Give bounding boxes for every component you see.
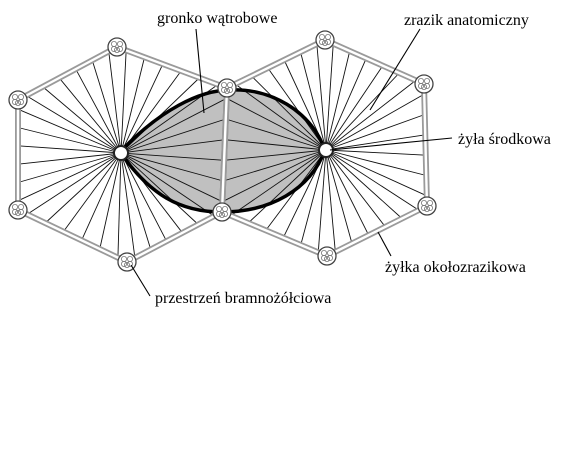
sinusoid-line	[325, 50, 351, 151]
sinusoid-line	[120, 57, 145, 154]
sinusoid-line	[316, 43, 327, 151]
sinusoid-line	[120, 152, 136, 258]
portal-space	[217, 78, 237, 98]
portal-space	[212, 202, 232, 222]
shared-lobule-border	[219, 87, 230, 213]
sinusoid-line	[120, 152, 152, 250]
sinusoid-line	[120, 152, 225, 161]
portal-space	[417, 196, 437, 216]
portal-spaces	[8, 30, 437, 272]
sinusoid-line	[226, 97, 327, 151]
sinusoid-line	[17, 152, 122, 202]
sinusoid-line	[234, 83, 327, 151]
lobule-leader-line	[369, 28, 421, 111]
sinusoid-line	[230, 149, 327, 217]
sinusoid-line	[26, 152, 122, 215]
sinusoid-line	[325, 149, 336, 252]
sinusoid-line	[317, 149, 327, 253]
central-vein-leader-line	[329, 137, 453, 151]
sinusoid-line	[81, 152, 122, 241]
sinusoid-line	[120, 63, 164, 154]
sinusoid-line	[44, 152, 122, 224]
portal-space-label: przestrzeń bramnożółciowa	[155, 290, 331, 307]
sinusoid-line	[120, 118, 226, 154]
sinusoid-line	[325, 72, 400, 151]
sinusoid-line	[224, 149, 327, 161]
sinusoid-line	[325, 43, 334, 151]
sinusoid-line	[325, 149, 386, 228]
left-central-vein	[113, 145, 129, 161]
sinusoid-line	[120, 152, 215, 217]
sinusoid-line	[63, 152, 122, 232]
sinusoid-line	[325, 65, 384, 151]
sublobular-vein-label: żyłka okołozrazikowa	[385, 259, 526, 276]
sinusoid-line	[300, 51, 327, 151]
sinusoid-line	[325, 149, 427, 176]
acinus-label: gronko wątrobowe	[157, 10, 277, 27]
portal-space	[315, 30, 335, 50]
sinusoid-line	[223, 149, 327, 182]
sinusoid-line	[325, 79, 417, 151]
sinusoid-line	[42, 86, 122, 154]
sinusoid-line	[325, 149, 353, 244]
sinusoid-line	[117, 152, 122, 258]
sublobular-vein-leader-line	[377, 231, 392, 257]
sinusoid-line	[17, 152, 122, 165]
acinus-leader-line	[195, 28, 205, 114]
sinusoid-line	[325, 149, 419, 211]
sinusoid-line	[120, 152, 167, 242]
sinusoid-line	[325, 149, 370, 236]
sinusoid-line	[17, 145, 122, 154]
sinusoid-line	[120, 50, 127, 154]
sinusoid-line	[325, 149, 427, 197]
sinusoid-line	[325, 114, 425, 151]
sinusoid-line	[108, 51, 122, 154]
sinusoid-line	[247, 149, 327, 224]
portal-space-leader-line	[130, 264, 151, 297]
sinusoid-line	[300, 149, 327, 246]
sinusoid-line	[120, 97, 227, 154]
portal-space	[317, 246, 337, 266]
sinusoid-line	[58, 77, 122, 154]
sinusoid-line	[222, 149, 327, 203]
sinusoid-line	[75, 68, 122, 154]
sinusoid-line	[224, 139, 327, 151]
sinusoid-line	[26, 95, 122, 154]
portal-space	[414, 74, 434, 94]
sinusoid-line	[91, 60, 122, 154]
sinusoid-line	[325, 93, 425, 151]
sinusoid-line	[325, 149, 426, 156]
portal-space	[8, 90, 28, 110]
portal-space	[107, 37, 127, 57]
sinusoid-line	[120, 152, 224, 182]
left-lobule-sinusoids	[17, 50, 227, 258]
sinusoid-line	[325, 149, 403, 219]
sinusoid-line	[120, 152, 223, 203]
sinusoid-line	[325, 58, 367, 151]
portal-space	[8, 200, 28, 220]
sinusoid-line	[17, 152, 122, 183]
sinusoid-line	[120, 152, 199, 225]
sinusoid-line	[251, 75, 327, 151]
sinusoid-line	[17, 127, 122, 154]
sinusoid-line	[325, 134, 426, 151]
sinusoid-line	[120, 139, 225, 154]
sinusoid-line	[17, 108, 122, 154]
lobule-label: zrazik anatomiczny	[404, 12, 529, 29]
central-vein-label: żyła środkowa	[458, 131, 551, 148]
sinusoid-line	[99, 152, 122, 250]
sinusoid-line	[225, 118, 327, 151]
